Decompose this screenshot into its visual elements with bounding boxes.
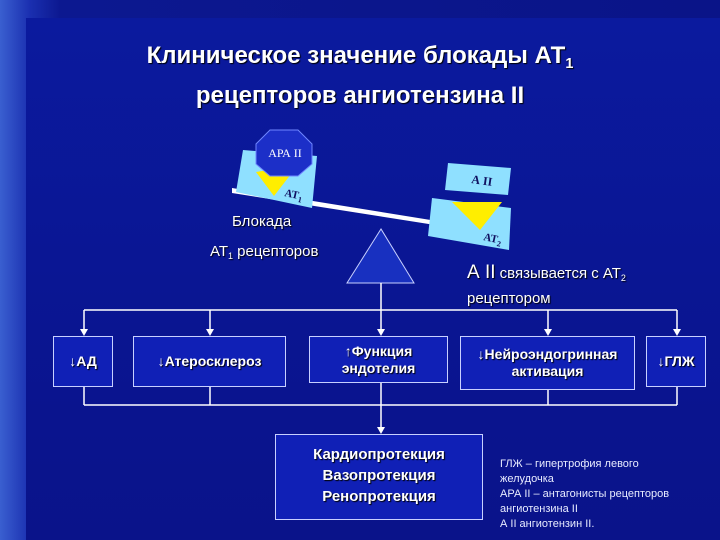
at1-receptor-label: АТ1	[283, 187, 304, 205]
footnote-line: ангиотензина II	[500, 503, 578, 515]
binding-text: связывается с АТ	[495, 265, 621, 282]
effect-box-neuroendocrine: ↓Нейроэндогринная активация	[460, 336, 635, 390]
effect-label: Функция эндотелия	[341, 342, 416, 376]
outcome-cardio: Кардиопротекция	[313, 446, 445, 463]
at2-receptor-label: АТ2	[482, 231, 503, 249]
connector-arrowheads	[80, 329, 681, 434]
blockade-label-line2: АТ1 рецепторов	[210, 243, 318, 261]
outcome-reno: Ренопротекция	[322, 488, 436, 505]
connector-lines	[83, 283, 678, 428]
blockade-rest: рецепторов	[233, 243, 319, 260]
up-arrow-icon: ↑	[344, 342, 352, 359]
binding-label-line2: рецептором	[467, 290, 551, 307]
at2-receptor-group	[428, 163, 511, 250]
binding-a2: А II	[467, 262, 496, 283]
outcome-vaso: Вазопротекция	[322, 467, 436, 484]
effect-box-atherosclerosis: ↓Атеросклероз	[133, 336, 286, 387]
footnote-line: желудочка	[500, 473, 554, 485]
outcome-box: Кардиопротекция Вазопротекция Ренопротек…	[275, 434, 483, 520]
a2-ligand-shape	[452, 202, 502, 230]
footnote: ГЛЖ – гипертрофия левого желудочка АРА I…	[500, 457, 715, 532]
effect-box-lvh: ↓ГЛЖ	[646, 336, 706, 387]
effect-label: ГЛЖ	[664, 353, 695, 369]
blockade-at: АТ	[210, 243, 228, 260]
slide-title: Клиническое значение блокады АТ1 рецепто…	[0, 40, 720, 111]
a2-ligand-bar	[445, 163, 511, 195]
effect-label: Нейроэндогринная активация	[484, 346, 618, 379]
effect-box-bp: ↓АД	[53, 336, 113, 387]
down-arrow-icon: ↓	[69, 353, 77, 369]
down-arrow-icon: ↓	[477, 346, 485, 362]
down-arrow-icon: ↓	[157, 353, 165, 369]
footnote-line: А II ангиотензин II.	[500, 518, 595, 530]
effect-box-endothelium: ↑Функция эндотелия	[309, 336, 448, 383]
binding-sub: 2	[620, 273, 626, 284]
title-subscript: 1	[565, 56, 574, 73]
effect-label: АД	[76, 353, 97, 369]
effect-label: Атеросклероз	[164, 353, 262, 369]
footnote-line: АРА II – антагонисты рецепторов	[500, 488, 670, 500]
down-arrow-icon: ↓	[657, 353, 665, 369]
ara2-octagon	[255, 129, 313, 177]
blockade-label-line1: Блокада	[232, 213, 292, 230]
ara2-label: АРА II	[268, 146, 301, 160]
fulcrum-triangle	[346, 228, 415, 284]
title-line1: Клиническое значение блокады АТ	[146, 42, 566, 69]
binding-label-line1: А II связывается с АТ2	[467, 262, 626, 284]
blockade-sub: 1	[228, 251, 234, 262]
title-line2: рецепторов ангиотензина II	[195, 82, 525, 110]
at1-receptor-group	[236, 129, 317, 208]
footnote-line: ГЛЖ – гипертрофия левого	[500, 458, 639, 470]
a2-ligand-label: А II	[471, 172, 494, 189]
